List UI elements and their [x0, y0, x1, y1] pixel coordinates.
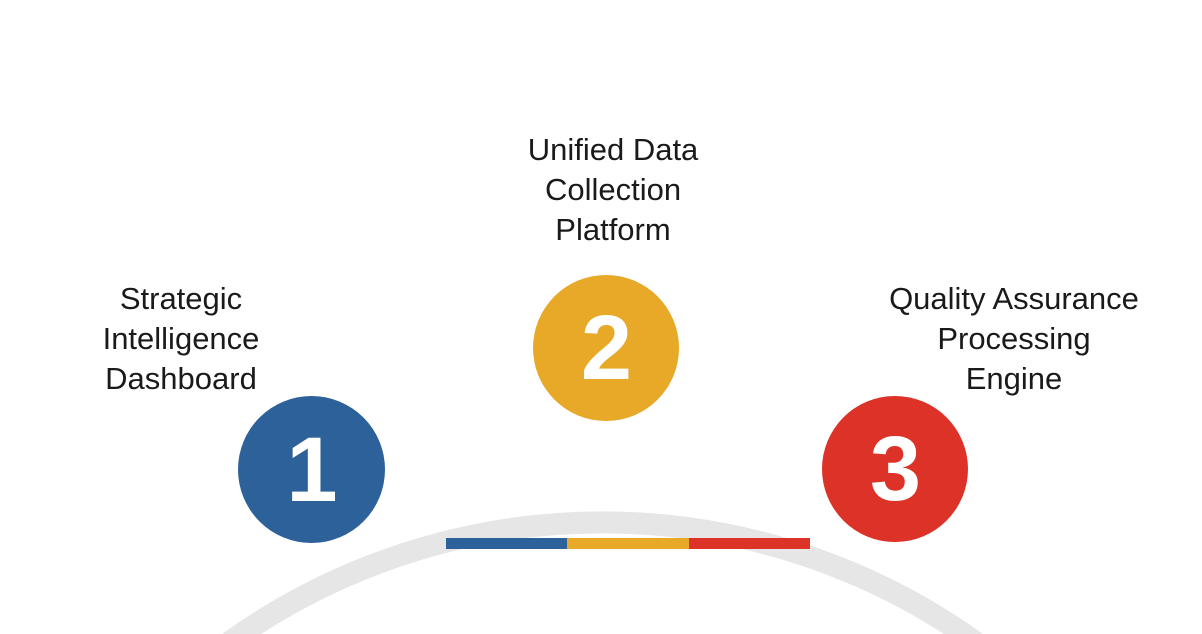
- accent-divider-bar: [446, 538, 810, 549]
- step-3-number: 3: [869, 418, 921, 520]
- step-3-circle[interactable]: 3: [822, 396, 968, 542]
- step-2-number: 2: [580, 297, 632, 399]
- accent-segment-yellow: [567, 538, 689, 549]
- step-2-circle[interactable]: 2: [533, 275, 679, 421]
- step-2-label: Unified Data Collection Platform: [527, 132, 699, 247]
- accent-segment-red: [688, 538, 810, 549]
- step-1-circle[interactable]: 1: [238, 396, 385, 543]
- step-1-label: Strategic Intelligence Dashboard: [102, 281, 260, 396]
- step-3-label: Quality Assurance Processing Engine: [889, 281, 1139, 396]
- accent-segment-blue: [446, 538, 568, 549]
- step-1-number: 1: [286, 418, 337, 521]
